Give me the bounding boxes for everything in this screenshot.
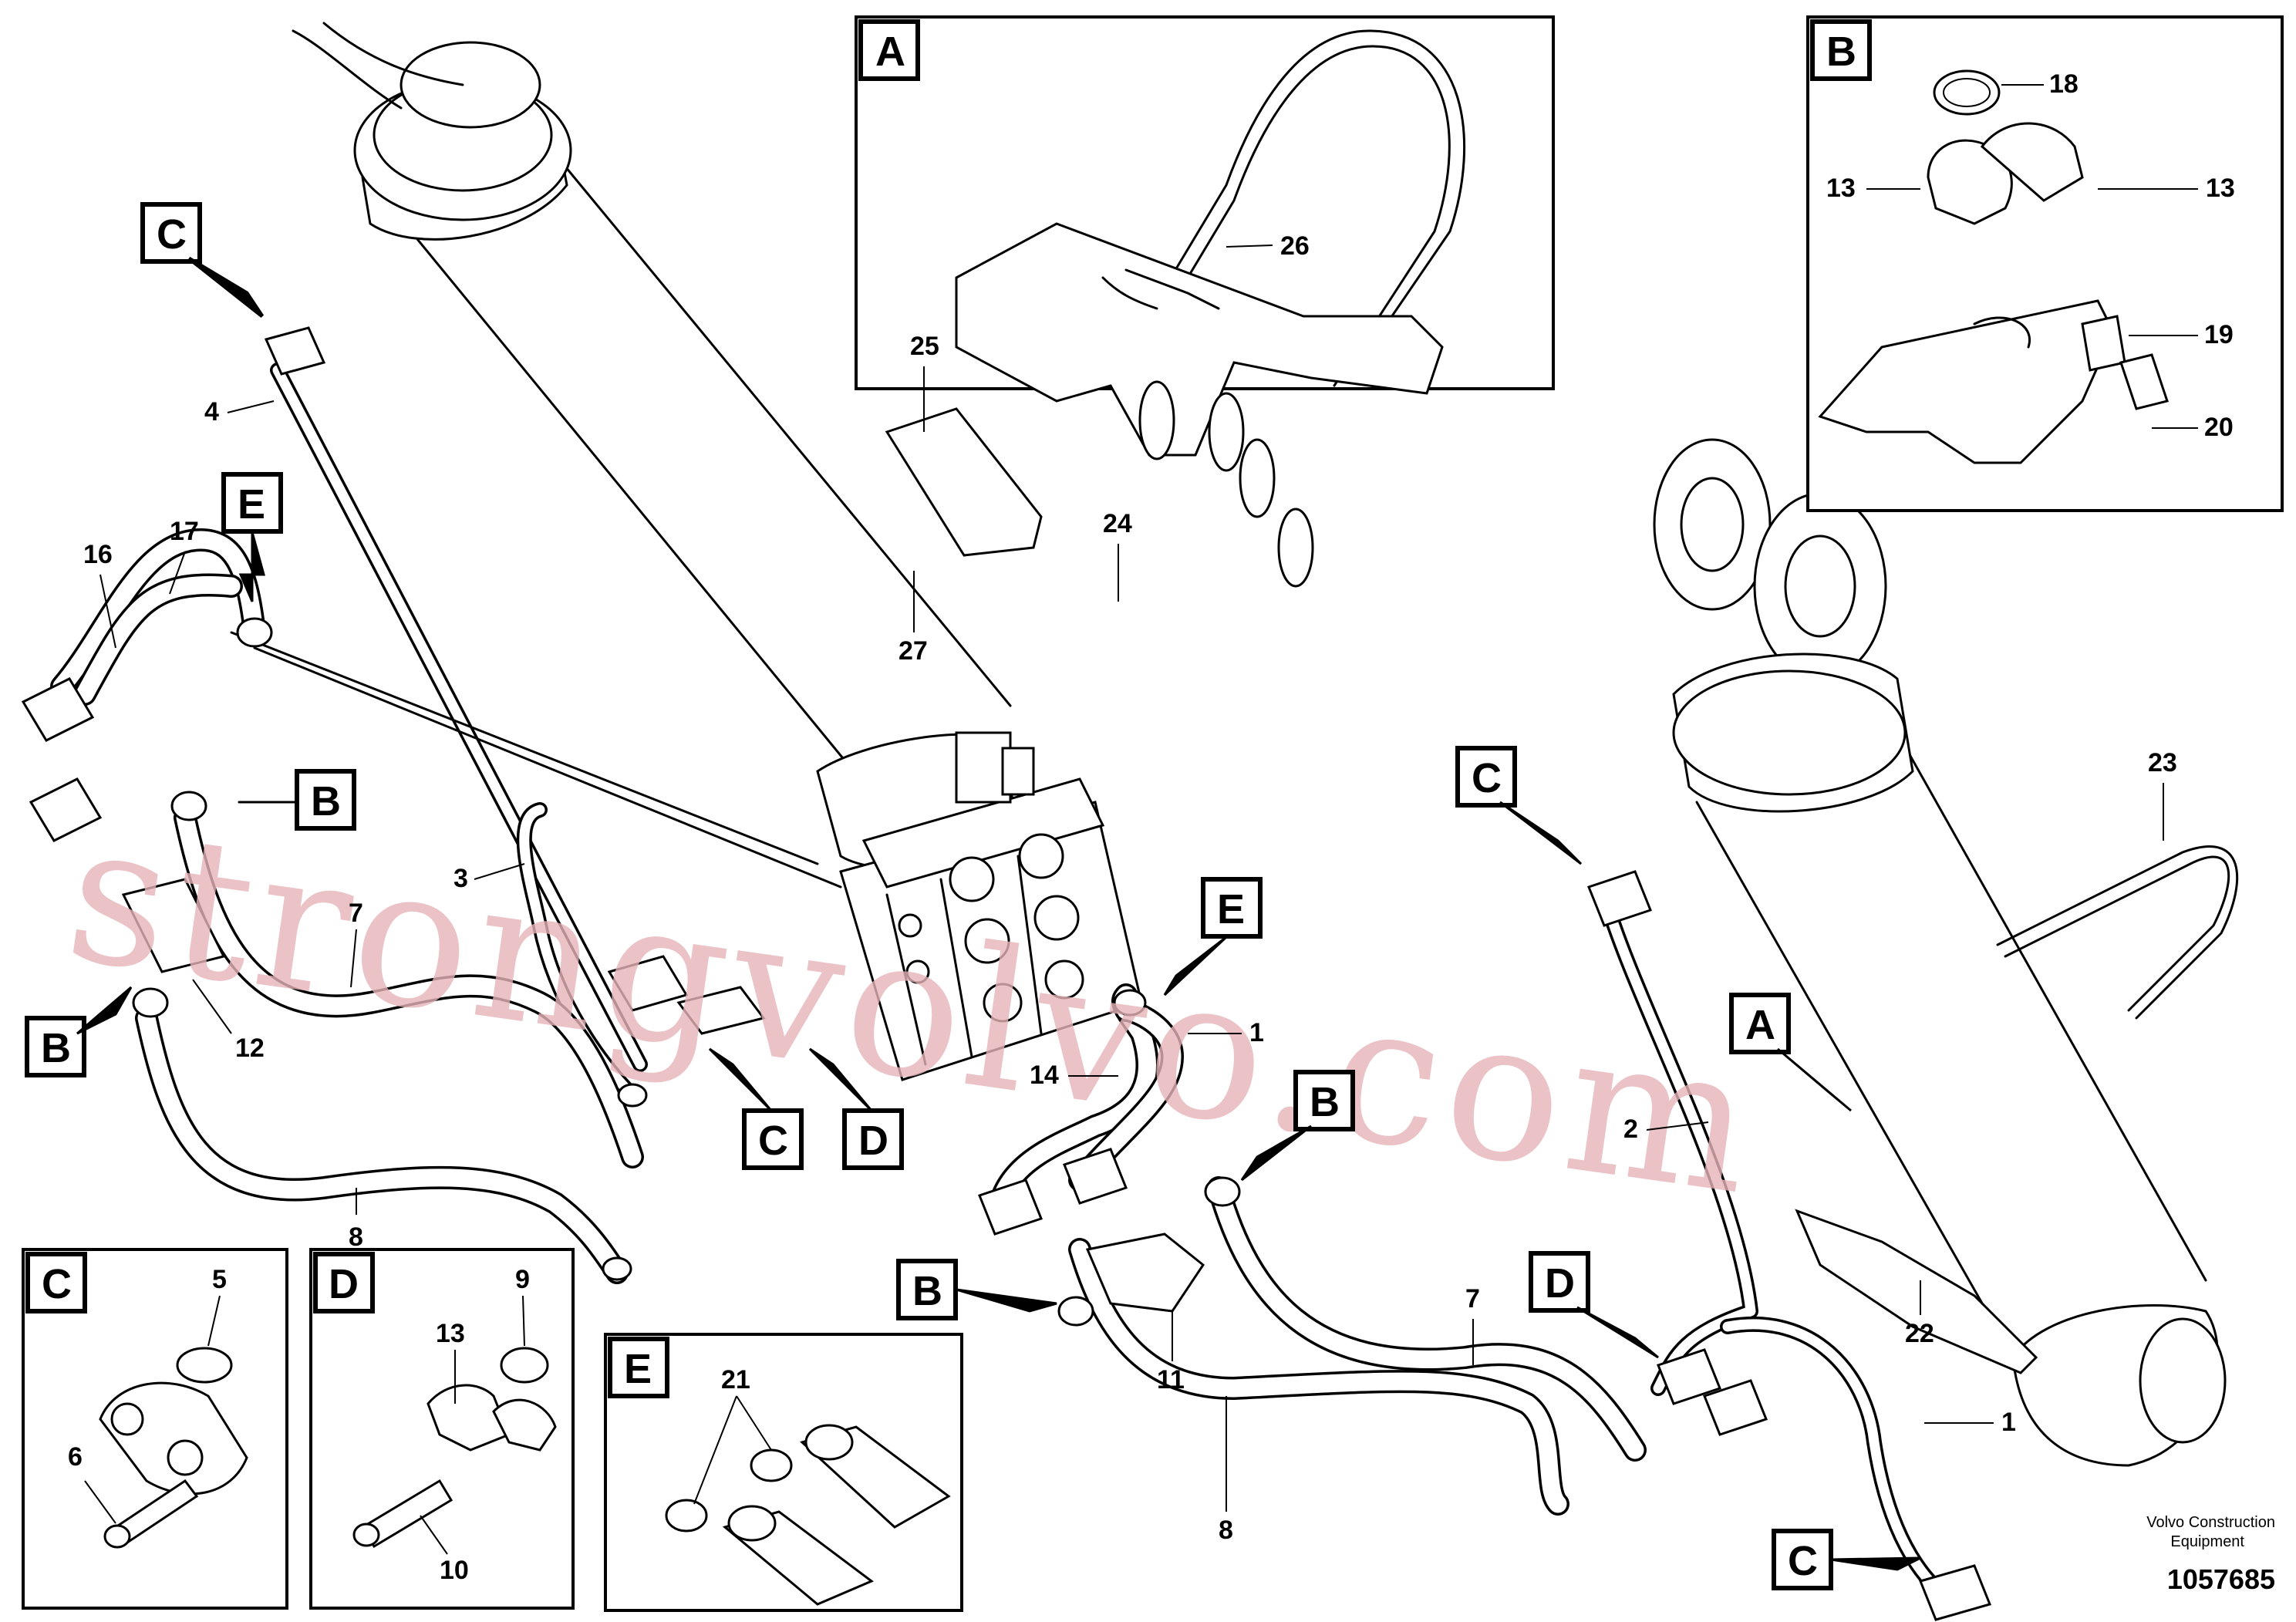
callout-19: 19 bbox=[2204, 320, 2234, 349]
callout-20: 20 bbox=[2204, 413, 2234, 442]
callout-26: 26 bbox=[1280, 231, 1310, 261]
callout-18: 18 bbox=[2049, 69, 2079, 99]
detail-panel-a: A 26 25 24 27 bbox=[855, 15, 1555, 666]
callout-27: 27 bbox=[899, 636, 928, 666]
marker-b-right-upper: B bbox=[1310, 1079, 1340, 1125]
callout-8-right: 8 bbox=[1219, 1516, 1233, 1545]
u-bolt-23 bbox=[1996, 845, 2239, 1020]
detail-d-letter: D bbox=[329, 1261, 359, 1307]
main-view-callouts: 4 16 17 3 7 12 8 1 14 2 11 7 8 22 23 1 bbox=[83, 397, 2177, 1545]
callout-17: 17 bbox=[170, 517, 199, 546]
callout-13a: 13 bbox=[1826, 174, 1856, 203]
marker-a-right: A bbox=[1745, 1002, 1775, 1048]
detail-b-letter: B bbox=[1826, 29, 1856, 75]
marker-d-right: D bbox=[1545, 1260, 1575, 1307]
callout-16: 16 bbox=[83, 540, 113, 569]
right-hydraulic-cylinder bbox=[1653, 438, 2227, 1467]
marker-d-mid: D bbox=[858, 1118, 888, 1164]
callout-13b: 13 bbox=[2206, 174, 2235, 203]
callout-1-bottom: 1 bbox=[2001, 1408, 2016, 1437]
right-hose-assembly bbox=[978, 870, 2038, 1621]
callout-10: 10 bbox=[440, 1556, 469, 1585]
callout-7-left: 7 bbox=[349, 899, 363, 928]
marker-c-right-top: C bbox=[1472, 755, 1502, 801]
callout-11: 11 bbox=[1157, 1365, 1185, 1394]
detail-panel-d: D 13 9 10 bbox=[309, 1248, 575, 1610]
drawing-reference-number: 1057685 bbox=[2167, 1563, 2275, 1595]
marker-c-right-bottom: C bbox=[1788, 1538, 1818, 1584]
callout-22: 22 bbox=[1905, 1319, 1934, 1348]
main-view-markers: C E B B C D E B B C A D bbox=[25, 202, 1921, 1590]
callout-5: 5 bbox=[212, 1265, 227, 1294]
marker-b-left-lower: B bbox=[41, 1025, 71, 1071]
marker-b-right-lower: B bbox=[912, 1268, 942, 1314]
detail-panel-c: C 5 6 bbox=[22, 1248, 288, 1610]
footer-company-line2: Equipment bbox=[2170, 1533, 2244, 1550]
callout-14: 14 bbox=[1030, 1061, 1059, 1090]
callout-13c: 13 bbox=[436, 1319, 465, 1348]
callout-1-top: 1 bbox=[1249, 1018, 1264, 1047]
detail-c-letter: C bbox=[42, 1261, 72, 1307]
callout-23: 23 bbox=[2148, 748, 2177, 777]
callout-2: 2 bbox=[1623, 1114, 1638, 1144]
detail-a-letter: A bbox=[875, 29, 905, 75]
footer-company-line1: Volvo Construction bbox=[2146, 1514, 2275, 1531]
callout-6: 6 bbox=[68, 1442, 83, 1472]
detail-panel-b: B 18 13 13 19 20 bbox=[1806, 15, 2284, 512]
control-valve-block bbox=[839, 731, 1143, 1081]
left-hose-assembly bbox=[21, 326, 842, 1284]
callout-9: 9 bbox=[515, 1265, 530, 1294]
callout-24: 24 bbox=[1103, 509, 1132, 538]
footer-block: Volvo Construction Equipment 1057685 bbox=[2146, 1514, 2275, 1595]
marker-e-right: E bbox=[1217, 886, 1245, 932]
marker-c-mid: C bbox=[758, 1118, 788, 1164]
marker-b-left-upper: B bbox=[311, 778, 341, 824]
callout-3: 3 bbox=[453, 864, 468, 893]
callout-7-right: 7 bbox=[1465, 1284, 1480, 1313]
callout-4: 4 bbox=[204, 397, 219, 427]
callout-12: 12 bbox=[235, 1034, 265, 1063]
callout-8-left: 8 bbox=[349, 1222, 363, 1252]
callout-21: 21 bbox=[721, 1365, 750, 1394]
detail-e-letter: E bbox=[624, 1346, 652, 1392]
detail-panel-e: E 21 bbox=[604, 1333, 963, 1612]
callout-25: 25 bbox=[910, 332, 939, 361]
marker-e-left: E bbox=[238, 481, 265, 528]
marker-c-top-left: C bbox=[157, 211, 187, 258]
